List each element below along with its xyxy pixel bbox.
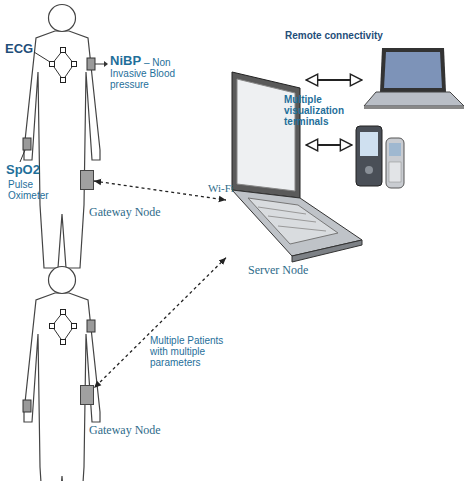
- patient-figure: [24, 293, 100, 481]
- pda-screen: [360, 132, 378, 156]
- phone-keypad: [389, 162, 401, 182]
- laptop-screen: [384, 52, 442, 88]
- sensor-label: NiBP: [110, 54, 141, 68]
- leader-line: [20, 150, 25, 162]
- pda-button: [365, 166, 373, 174]
- gateway-box: Gateway Node: [80, 385, 94, 405]
- handheld-art: [356, 126, 404, 188]
- ecg-electrode: [61, 48, 66, 53]
- phone-body: [386, 138, 404, 188]
- ecg-electrode: [50, 324, 55, 329]
- leader-line: [34, 52, 50, 62]
- wireless-link: [94, 258, 226, 388]
- oximeter-sensor: [23, 400, 31, 412]
- laptop-lid: [232, 72, 300, 198]
- sensor-description: Pulse Oximeter: [8, 179, 56, 201]
- ecg-wires: [52, 312, 74, 342]
- ecg-electrode: [61, 340, 66, 345]
- leader-line: [95, 64, 104, 65]
- node-label: Gateway Node: [89, 206, 161, 219]
- ecg-electrode: [61, 78, 66, 83]
- sensor-description: – Non Invasive Blood pressure: [110, 57, 188, 90]
- link-label: Wi-Fi: [208, 182, 234, 194]
- oximeter-sensor: [23, 138, 31, 150]
- ecg-electrode: [72, 324, 77, 329]
- wireless-link: [94, 181, 226, 200]
- remote-laptop-art: [364, 48, 464, 109]
- patient-head: [49, 267, 76, 294]
- handheld-terminals: Multiple visualization terminals: [352, 122, 408, 192]
- data-link: [306, 144, 352, 146]
- sensor-set: [23, 310, 95, 413]
- remote-terminal: Remote connectivity: [362, 46, 466, 110]
- gateway-box: Gateway Node: [80, 170, 94, 190]
- laptop-edge: [292, 240, 362, 262]
- bp-cuff: [87, 320, 95, 332]
- node-label: Server Node: [248, 264, 308, 277]
- leader-arrowhead: [104, 61, 108, 67]
- pda-body: [356, 126, 382, 186]
- patient-figure: [24, 31, 100, 268]
- laptop-lid: [380, 48, 446, 92]
- keyboard-row: [268, 216, 316, 222]
- data-link: [306, 79, 362, 81]
- phone-screen: [389, 143, 401, 156]
- note-text: Multiple Patients with multiple paramete…: [150, 335, 242, 368]
- keyboard-row: [278, 226, 326, 231]
- sensor-set: [20, 48, 108, 163]
- sensor-label: SpO2: [6, 163, 40, 177]
- laptop-edge: [364, 106, 464, 109]
- keyboard-row: [258, 207, 306, 214]
- ecg-electrode: [72, 62, 77, 67]
- node-label: Gateway Node: [89, 424, 161, 437]
- sensor-label: ECG: [5, 42, 33, 56]
- node-label: Multiple visualization terminals: [284, 94, 364, 127]
- ecg-electrode: [50, 62, 55, 67]
- laptop-keyboard: [248, 198, 338, 244]
- bp-cuff: [87, 58, 95, 70]
- ecg-electrode: [61, 310, 66, 315]
- ecg-wires: [52, 50, 74, 80]
- laptop-base: [364, 92, 464, 106]
- node-label: Remote connectivity: [285, 30, 383, 41]
- patient-head: [49, 5, 76, 32]
